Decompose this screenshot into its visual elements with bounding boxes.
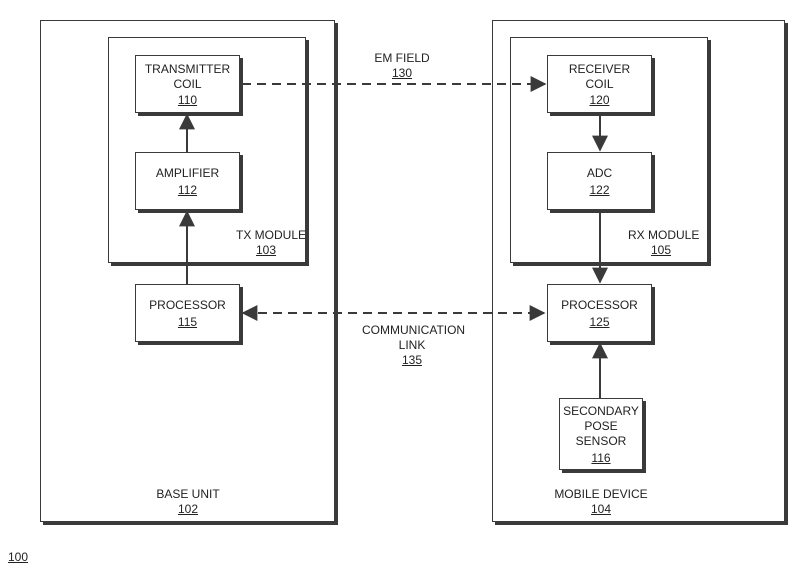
communication-link-ref: 135 [401,353,423,367]
communication-link-name-1: COMMUNICATION [362,323,466,337]
tx-processor-ref: 115 [177,315,198,329]
tx-processor-block: PROCESSOR 115 [135,284,240,342]
rx-module-ref: 105 [650,243,672,257]
receiver-coil-block: RECEIVER COIL 120 [547,55,652,113]
tx-module-ref: 103 [255,243,277,257]
em-field-ref: 130 [391,66,413,80]
tx-module-name: TX MODULE [236,228,307,242]
pose-sensor-label-3: SENSOR [575,434,627,448]
figure-ref: 100 [8,550,29,564]
adc-ref: 122 [589,183,610,197]
pose-sensor-label-2: POSE [584,419,618,433]
rx-module-name: RX MODULE [628,228,700,242]
adc-label: ADC [586,166,613,180]
rx-processor-block: PROCESSOR 125 [547,284,652,342]
mobile-device-label: MOBILE DEVICE 104 [546,487,656,517]
receiver-coil-label-1: RECEIVER [568,62,631,76]
secondary-pose-sensor-block: SECONDARY POSE SENSOR 116 [559,398,643,470]
adc-block: ADC 122 [547,152,652,210]
pose-sensor-label-1: SECONDARY [563,404,639,418]
amplifier-ref: 112 [177,183,198,197]
rx-processor-ref: 125 [589,315,610,329]
base-unit-name: BASE UNIT [156,487,220,501]
rx-processor-label: PROCESSOR [561,298,638,312]
tx-processor-label: PROCESSOR [149,298,226,312]
base-unit-label: BASE UNIT 102 [138,487,238,517]
transmitter-coil-ref: 110 [177,93,198,107]
communication-link-label: COMMUNICATION LINK 135 [362,323,466,368]
amplifier-label: AMPLIFIER [155,166,220,180]
amplifier-block: AMPLIFIER 112 [135,152,240,210]
transmitter-coil-block: TRANSMITTER COIL 110 [135,55,240,113]
mobile-device-ref: 104 [590,502,612,516]
pose-sensor-ref: 116 [591,451,611,465]
transmitter-coil-label-2: COIL [173,77,202,91]
tx-module-label: TX MODULE 103 [236,228,307,258]
receiver-coil-label-2: COIL [585,77,614,91]
receiver-coil-ref: 120 [589,93,610,107]
communication-link-name-2: LINK [398,338,426,352]
base-unit-ref: 102 [177,502,199,516]
transmitter-coil-label-1: TRANSMITTER [144,62,231,76]
rx-module-label: RX MODULE 105 [628,228,700,258]
em-field-name: EM FIELD [374,51,430,65]
em-field-label: EM FIELD 130 [362,51,442,81]
mobile-device-name: MOBILE DEVICE [554,487,648,501]
